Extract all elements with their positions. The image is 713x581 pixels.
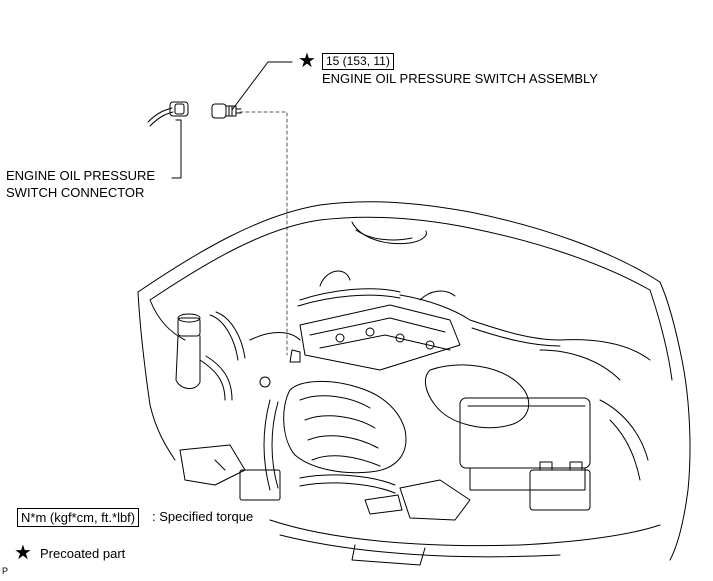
legend-torque-box: N*m (kgf*cm, ft.*lbf)	[17, 508, 140, 527]
engine-bay	[137, 201, 691, 566]
torque-value-box: 15 (153, 11)	[322, 53, 394, 70]
connector-label-line2: SWITCH CONNECTOR	[6, 185, 145, 200]
switch-leader-line	[231, 61, 293, 111]
connector-part	[147, 101, 189, 127]
star-icon: ★	[298, 50, 316, 72]
switch-part	[211, 103, 242, 119]
figure-code: P	[2, 566, 9, 576]
connector-label-line1: ENGINE OIL PRESSURE	[6, 168, 156, 183]
legend-torque-desc: : Specified torque	[152, 509, 254, 524]
switch-assembly-label: ENGINE OIL PRESSURE SWITCH ASSEMBLY	[322, 71, 598, 86]
legend-precoated-desc: Precoated part	[40, 546, 126, 561]
switch-dashed-line	[239, 111, 288, 356]
star-icon: ★	[14, 542, 32, 564]
connector-leader-line	[171, 119, 182, 179]
